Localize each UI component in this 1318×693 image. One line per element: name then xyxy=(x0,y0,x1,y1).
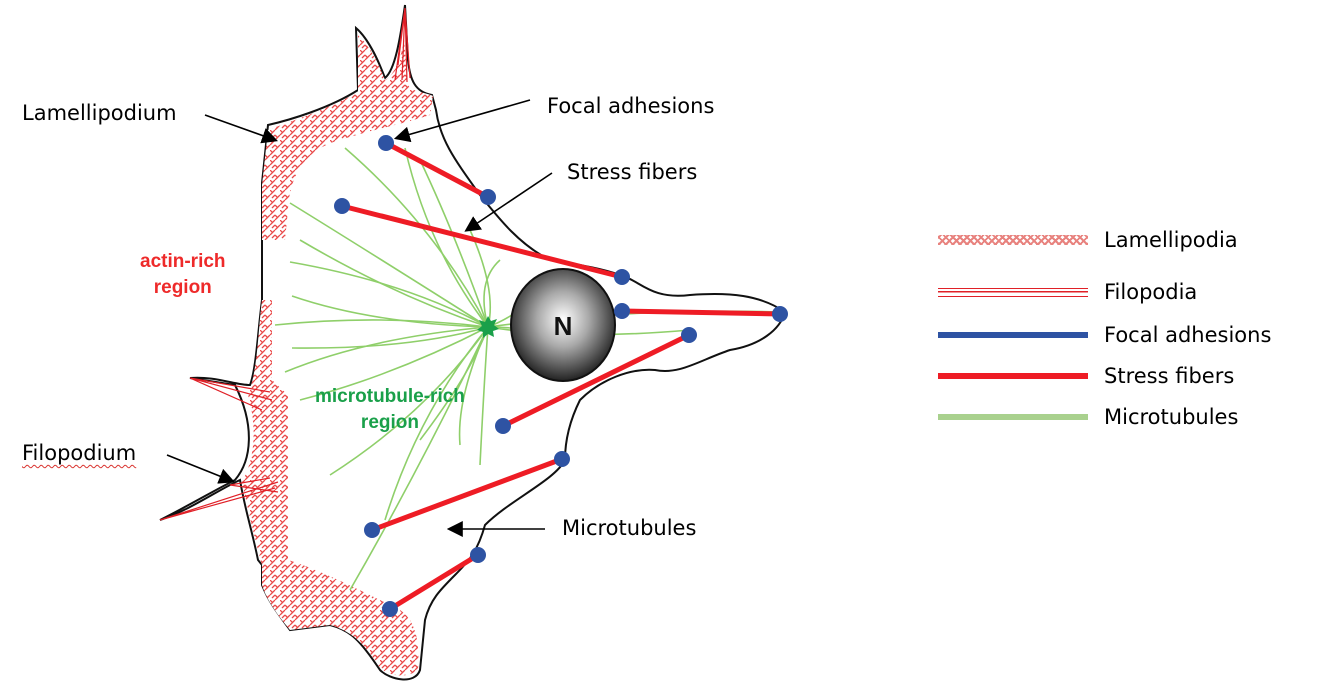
microtubule-region-line-2: region xyxy=(360,412,419,433)
focal-adhesion xyxy=(334,198,350,214)
legend-item-filopodia: Filopodia xyxy=(938,280,1197,304)
stress-fiber xyxy=(501,332,691,429)
legend-label-lamellipodia: Lamellipodia xyxy=(1104,228,1238,252)
lamellipodia-swatch xyxy=(938,235,1088,245)
stress-fiber xyxy=(384,140,490,200)
filopodia-swatch xyxy=(938,287,1088,297)
arrow-focal-adhesions xyxy=(393,99,531,143)
arrow-filopodium xyxy=(166,454,235,484)
focal-adhesions-swatch xyxy=(938,332,1088,338)
centrosome xyxy=(477,316,499,338)
focal-adhesion xyxy=(364,522,380,538)
filopodia xyxy=(159,7,411,521)
microtubules xyxy=(274,147,781,591)
focal-adhesion xyxy=(480,189,496,205)
focal-adhesion xyxy=(470,547,486,563)
microtubule-filament xyxy=(404,147,489,328)
arrow-stress-fibers xyxy=(464,172,553,232)
microtubules-swatch xyxy=(938,414,1088,420)
microtubule-filament xyxy=(299,239,489,328)
label-microtubules: Microtubules xyxy=(562,516,697,540)
focal-adhesion xyxy=(378,135,394,151)
stress-fiber xyxy=(341,203,623,280)
microtubule-filament xyxy=(284,326,489,373)
lamellipodium-top xyxy=(262,35,433,240)
arrow-lamellipodium xyxy=(204,114,279,144)
stress-fiber xyxy=(621,308,781,317)
lamellipodia-regions xyxy=(242,35,433,676)
focal-adhesion xyxy=(614,269,630,285)
microtubule-filament xyxy=(274,319,489,328)
microtubule-filament xyxy=(349,326,489,591)
microtubule-filament xyxy=(291,326,489,349)
microtubule-filament xyxy=(291,295,489,328)
nucleus-label: N xyxy=(554,311,573,341)
focal-adhesion xyxy=(554,451,570,467)
legend-item-stress-fibers: Stress fibers xyxy=(938,364,1234,388)
legend: Lamellipodia Filopodia Focal adhesions S… xyxy=(938,228,1308,438)
microtubule-filament xyxy=(384,326,489,521)
actin-rich-region-label: actin-rich region xyxy=(140,249,226,301)
focal-adhesion xyxy=(382,601,398,617)
focal-adhesion xyxy=(614,303,630,319)
focal-adhesion xyxy=(681,327,697,343)
legend-item-focal-adhesions: Focal adhesions xyxy=(938,323,1271,347)
focal-adhesion xyxy=(772,306,788,322)
callout-arrows xyxy=(166,99,553,537)
nucleus xyxy=(510,268,616,382)
actin-region-line-1: actin-rich xyxy=(140,251,226,272)
label-filopodium: Filopodium xyxy=(22,441,137,465)
legend-label-stress-fibers: Stress fibers xyxy=(1104,364,1235,388)
microtubule-filament xyxy=(344,147,489,328)
label-lamellipodium: Lamellipodium xyxy=(22,101,177,125)
microtubule-filament xyxy=(289,261,489,328)
lamellipodium-bottom xyxy=(262,560,419,676)
microtubule-filament xyxy=(419,159,489,328)
stress-fibers-swatch xyxy=(938,373,1088,379)
legend-label-focal-adhesions: Focal adhesions xyxy=(1104,323,1272,347)
stress-fiber xyxy=(388,552,480,612)
microtubule-filament xyxy=(299,326,489,401)
stress-fiber xyxy=(371,456,563,533)
microtubule-rich-region-label: microtubule-rich region xyxy=(315,384,465,436)
microtubule-filament xyxy=(458,326,489,446)
microtubule-region-line-1: microtubule-rich xyxy=(315,386,465,407)
legend-item-lamellipodia: Lamellipodia xyxy=(938,228,1238,252)
legend-item-microtubules: Microtubules xyxy=(938,405,1238,429)
stress-fibers xyxy=(334,135,788,617)
microtubule-filament xyxy=(479,326,489,466)
legend-label-filopodia: Filopodia xyxy=(1104,280,1198,304)
label-focal-adhesions: Focal adhesions xyxy=(547,94,715,118)
actin-region-line-2: region xyxy=(153,277,212,298)
focal-adhesion xyxy=(495,418,511,434)
lamellipodium-left xyxy=(242,300,288,565)
microtubule-filament xyxy=(289,202,489,328)
legend-label-microtubules: Microtubules xyxy=(1104,405,1239,429)
label-stress-fibers: Stress fibers xyxy=(567,160,698,184)
microtubule-filament xyxy=(483,259,501,328)
